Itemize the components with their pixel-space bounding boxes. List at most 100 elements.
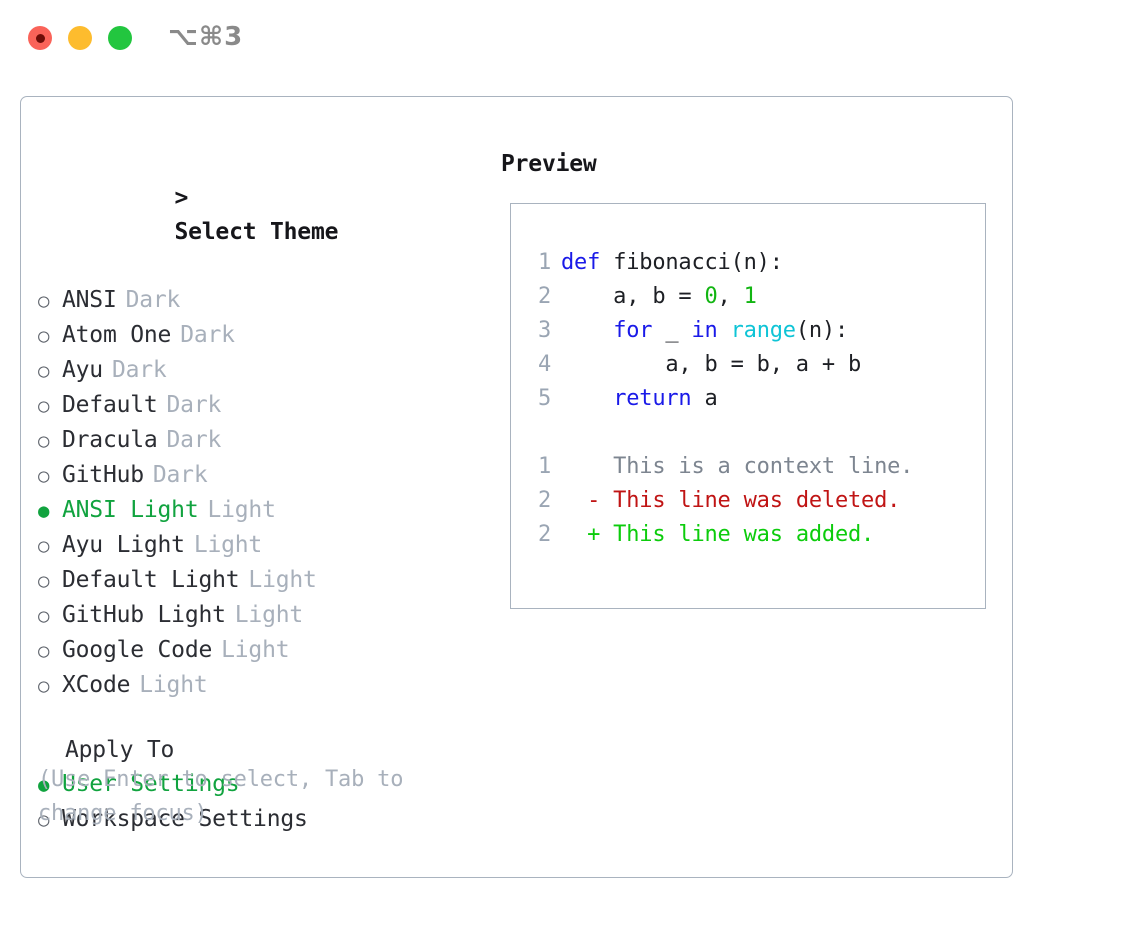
- radio-unselected-icon: ○: [38, 605, 50, 627]
- prompt-caret-icon: >: [174, 185, 189, 211]
- radio-unselected-icon: ○: [38, 675, 50, 697]
- code-token-fn: range: [730, 318, 796, 343]
- maximize-window-button[interactable]: [108, 26, 132, 50]
- radio-unselected-icon: ○: [38, 640, 50, 662]
- code-line-number: 2: [537, 284, 551, 309]
- code-token-plain: a, b = b, a + b: [561, 352, 862, 377]
- code-token-plain: [561, 318, 613, 343]
- code-token-kw: for: [613, 318, 653, 343]
- theme-option[interactable]: ○ Google Code Light: [38, 633, 488, 668]
- theme-option-label: Ayu Light: [62, 532, 185, 558]
- code-line: 3 for _ in range(n):: [525, 314, 975, 348]
- theme-option-variant: Light: [139, 672, 208, 698]
- theme-option[interactable]: ● ANSI Light Light: [38, 493, 488, 528]
- code-token-plain: _: [652, 318, 692, 343]
- code-line-number: 5: [537, 386, 551, 411]
- theme-option-variant: Dark: [166, 392, 222, 418]
- theme-option-label: Atom One: [62, 322, 172, 348]
- record-indicator-icon: [35, 33, 45, 43]
- theme-option[interactable]: ○ XCode Light: [38, 668, 488, 703]
- code-line-number: 4: [537, 352, 551, 377]
- code-token-num: 0: [704, 284, 718, 309]
- diff-marker: -: [561, 488, 601, 513]
- diff-line-text-ctx: This is a context line.: [561, 450, 913, 484]
- code-line: 5 return a: [525, 382, 975, 416]
- radio-unselected-icon: ○: [38, 535, 50, 557]
- code-token-kw: return: [613, 386, 692, 411]
- code-token-plain: [718, 318, 731, 343]
- diff-marker: [561, 454, 600, 479]
- code-token-plain: fibonacci(n):: [613, 250, 783, 275]
- theme-option[interactable]: ○ GitHub Light Light: [38, 598, 488, 633]
- diff-text: This line was added.: [600, 522, 875, 547]
- keyboard-hint: (Use Enter to select, Tab to change focu…: [38, 767, 404, 826]
- theme-option[interactable]: ○ ANSI Dark: [38, 283, 488, 318]
- code-line-number: 3: [537, 318, 551, 343]
- theme-option-variant: Light: [221, 637, 290, 663]
- code-token-kw: def: [561, 250, 614, 275]
- diff-line-number: 1: [537, 454, 551, 479]
- theme-option-label: Ayu: [62, 357, 103, 383]
- theme-option-label: Default Light: [62, 567, 240, 593]
- theme-option-variant: Dark: [125, 287, 181, 313]
- apply-to-option[interactable]: ● User Settings: [38, 767, 488, 802]
- theme-option-variant: Light: [207, 497, 276, 523]
- close-window-button[interactable]: [28, 26, 52, 50]
- theme-option-label: Default: [62, 392, 158, 418]
- section-spacer: [38, 703, 488, 733]
- radio-unselected-icon: ○: [38, 290, 50, 312]
- theme-option-label: ANSI Light: [62, 497, 199, 523]
- preview-section: Preview: [501, 147, 991, 181]
- code-token-plain: a, b =: [561, 284, 705, 309]
- theme-option-label: GitHub Light: [62, 602, 226, 628]
- radio-selected-icon: ●: [38, 774, 50, 796]
- radio-unselected-icon: ○: [38, 430, 50, 452]
- theme-option-variant: Dark: [111, 357, 167, 383]
- radio-unselected-icon: ○: [38, 570, 50, 592]
- traffic-light-group: [28, 26, 132, 50]
- radio-unselected-icon: ○: [38, 465, 50, 487]
- code-token-kw: in: [691, 318, 718, 343]
- theme-option-label: XCode: [62, 672, 131, 698]
- theme-option[interactable]: ○ Default Dark: [38, 388, 488, 423]
- code-line-text: def fibonacci(n):: [561, 246, 783, 280]
- diff-line: 2 - This line was deleted.: [525, 484, 975, 518]
- theme-option-label: Google Code: [62, 637, 213, 663]
- radio-selected-icon: ●: [38, 500, 50, 522]
- diff-line: 1 This is a context line.: [525, 450, 975, 484]
- code-token-plain: (n):: [795, 318, 849, 343]
- window-title: ⌥⌘3: [168, 22, 244, 52]
- apply-to-option-label: User Settings: [62, 771, 240, 797]
- radio-unselected-icon: ○: [38, 395, 50, 417]
- diff-line-number: 2: [537, 488, 551, 513]
- code-diff-spacer: [525, 416, 975, 450]
- code-line-text: a, b = b, a + b: [561, 348, 861, 382]
- theme-option-variant: Dark: [180, 322, 235, 348]
- diff-text: This line was deleted.: [600, 488, 901, 513]
- theme-option-label: ANSI: [62, 287, 117, 313]
- diff-marker: +: [561, 522, 601, 547]
- apply-to-option[interactable]: ○Workspace Settings: [38, 802, 488, 837]
- diff-line-number: 2: [537, 522, 551, 547]
- preview-title: Preview: [501, 151, 597, 177]
- theme-option-variant: Light: [234, 602, 304, 628]
- code-token-plain: [561, 386, 613, 411]
- minimize-window-button[interactable]: [68, 26, 92, 50]
- code-line-text: a, b = 0, 1: [561, 280, 757, 314]
- apply-to-option-label: Workspace Settings: [62, 806, 308, 832]
- diff-line: 2 + This line was added.: [525, 518, 975, 552]
